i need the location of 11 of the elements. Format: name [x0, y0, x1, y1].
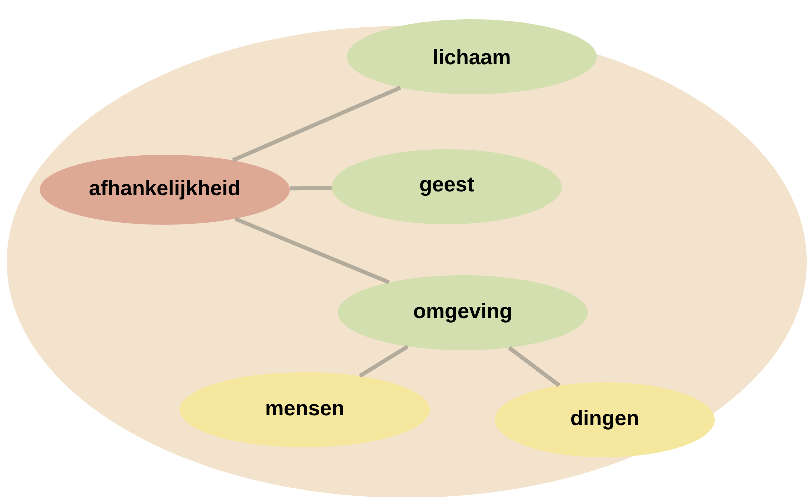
ellipse-node: omgeving: [338, 276, 588, 350]
ellipse-node: lichaam: [347, 20, 597, 94]
ellipse-node: afhankelijkheid: [40, 155, 290, 225]
ellipse-node: dingen: [495, 382, 715, 458]
connector-line: [508, 346, 561, 388]
connector-line: [234, 217, 390, 284]
ellipse-node: mensen: [180, 372, 430, 448]
connector-line: [359, 345, 409, 378]
connector-line: [290, 186, 332, 191]
connector-line: [232, 86, 402, 162]
ellipse-node: geest: [332, 150, 562, 224]
